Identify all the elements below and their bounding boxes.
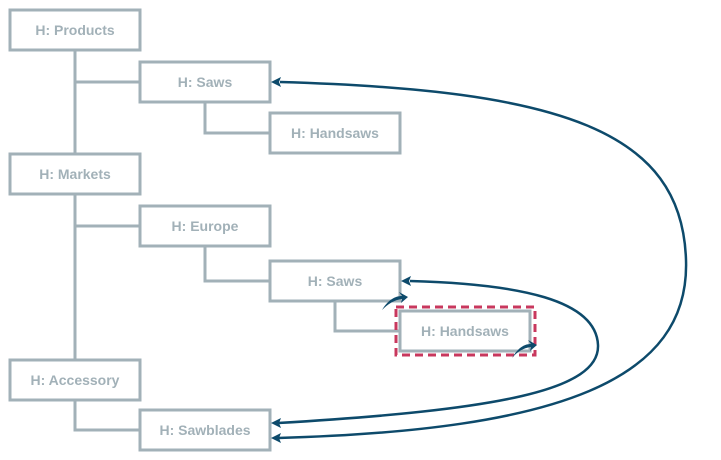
node-label: H: Accessory	[31, 372, 120, 388]
node-label: H: Handsaws	[291, 125, 379, 141]
selection-highlight	[394, 305, 537, 357]
curved-arrow-handsaws	[512, 340, 537, 358]
node-handsaws[interactable]: H: Handsaws	[268, 111, 402, 155]
node-markets[interactable]: H: Markets	[8, 152, 142, 196]
arrowhead-sawblades-1	[271, 418, 281, 428]
connector-europe-saws	[203, 246, 270, 283]
node-accessory[interactable]: H: Accessory	[8, 358, 142, 402]
node-saws[interactable]: H: Saws	[138, 60, 272, 104]
node-sawblades[interactable]: H: Sawblades	[138, 408, 272, 452]
curved-arrow-to-saws	[382, 292, 408, 310]
connector-saws-handsaws-2	[333, 301, 400, 333]
node-europe-handsaws[interactable]: H: Handsaws	[398, 309, 532, 353]
node-label: H: Handsaws	[421, 323, 509, 339]
node-label: H: Saws	[178, 74, 233, 90]
node-europe-saws[interactable]: H: Saws	[268, 259, 402, 303]
node-label: H: Sawblades	[159, 422, 250, 438]
arrowhead-saws	[271, 77, 281, 87]
node-europe[interactable]: H: Europe	[138, 204, 272, 248]
node-products[interactable]: H: Products	[8, 8, 142, 52]
arrowhead-sawblades-2	[271, 433, 281, 443]
node-label: H: Markets	[39, 166, 111, 182]
connector-accessory-sawblades	[73, 400, 140, 432]
arrowhead-europe-saws	[401, 276, 411, 286]
node-label: H: Europe	[172, 218, 239, 234]
connector-saws-handsaws	[203, 102, 270, 135]
link-sawblades-to-europe-saws	[277, 279, 600, 425]
link-sawblades-to-saws	[277, 80, 688, 440]
node-label: H: Saws	[308, 273, 363, 289]
node-label: H: Products	[35, 22, 115, 38]
